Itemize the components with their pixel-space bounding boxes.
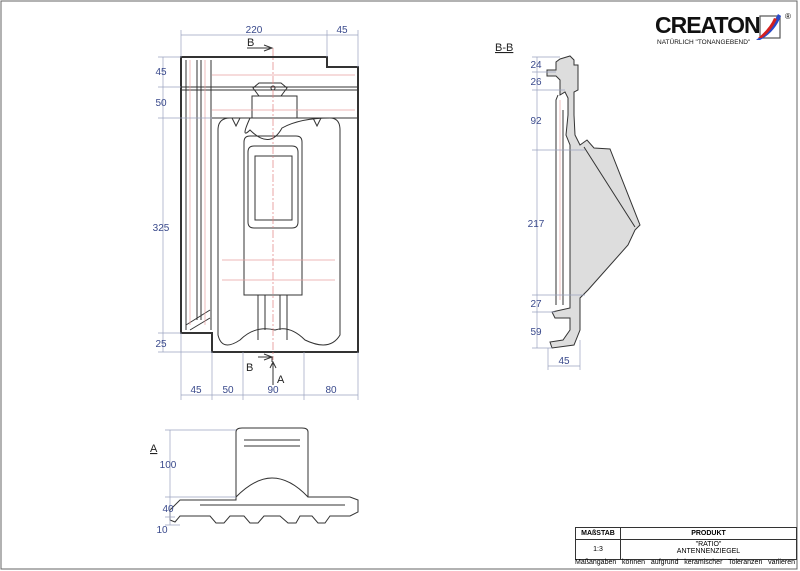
creaton-logo: CREATON NATÜRLICH "TONANGEBEND" ® <box>655 12 795 52</box>
section-mark-a: A <box>277 374 285 386</box>
dim-50-left: 50 <box>155 98 167 109</box>
dim-40: 40 <box>162 504 174 515</box>
dim-220: 220 <box>246 25 263 36</box>
dim-24: 24 <box>530 60 542 71</box>
dim-45-left: 45 <box>155 67 167 78</box>
dim-45-top: 45 <box>336 25 348 36</box>
product-name: "RATIO" <box>695 541 722 548</box>
dim-26: 26 <box>530 77 542 88</box>
dim-50-bottom: 50 <box>222 385 234 396</box>
dim-217: 217 <box>528 219 545 230</box>
tolerance-note: Maßangaben können aufgrund keramischer T… <box>575 559 795 566</box>
dim-80: 80 <box>325 385 337 396</box>
product-type: ANTENNENZIEGEL <box>676 548 741 555</box>
logo-tagline: NATÜRLICH "TONANGEBEND" <box>657 39 751 46</box>
section-mark-b-top: B <box>247 37 254 49</box>
logo-name: CREATON <box>655 12 761 38</box>
product-header: PRODUKT <box>621 528 796 540</box>
section-bb-label: B-B <box>495 42 513 54</box>
creaton-logo-mark <box>756 14 781 40</box>
view-a: A 100 40 10 <box>150 427 359 536</box>
dim-10: 10 <box>156 525 168 536</box>
dim-325: 325 <box>153 223 170 234</box>
top-view: 220 45 45 50 325 25 45 50 90 80 B B A <box>153 25 359 400</box>
scale-header: MAßSTAB <box>576 528 621 540</box>
registered-mark: ® <box>785 12 791 21</box>
dim-27: 27 <box>530 299 542 310</box>
dim-90: 90 <box>267 385 279 396</box>
section-bb: B-B 24 26 92 217 27 59 45 <box>495 42 641 370</box>
section-mark-b-bottom: B <box>246 362 253 374</box>
dim-59: 59 <box>530 327 542 338</box>
title-block: MAßSTAB PRODUKT 1:3 "RATIO" ANTENNENZIEG… <box>575 527 797 560</box>
dim-92: 92 <box>530 116 542 127</box>
dim-45-bottom: 45 <box>190 385 202 396</box>
dim-45-section: 45 <box>558 356 570 367</box>
tolerance-note-text: Maßangaben können aufgrund keramischer T… <box>575 559 795 566</box>
view-a-label: A <box>150 443 158 455</box>
dim-25: 25 <box>155 339 167 350</box>
scale-value: 1:3 <box>576 540 621 559</box>
dim-100: 100 <box>160 460 177 471</box>
